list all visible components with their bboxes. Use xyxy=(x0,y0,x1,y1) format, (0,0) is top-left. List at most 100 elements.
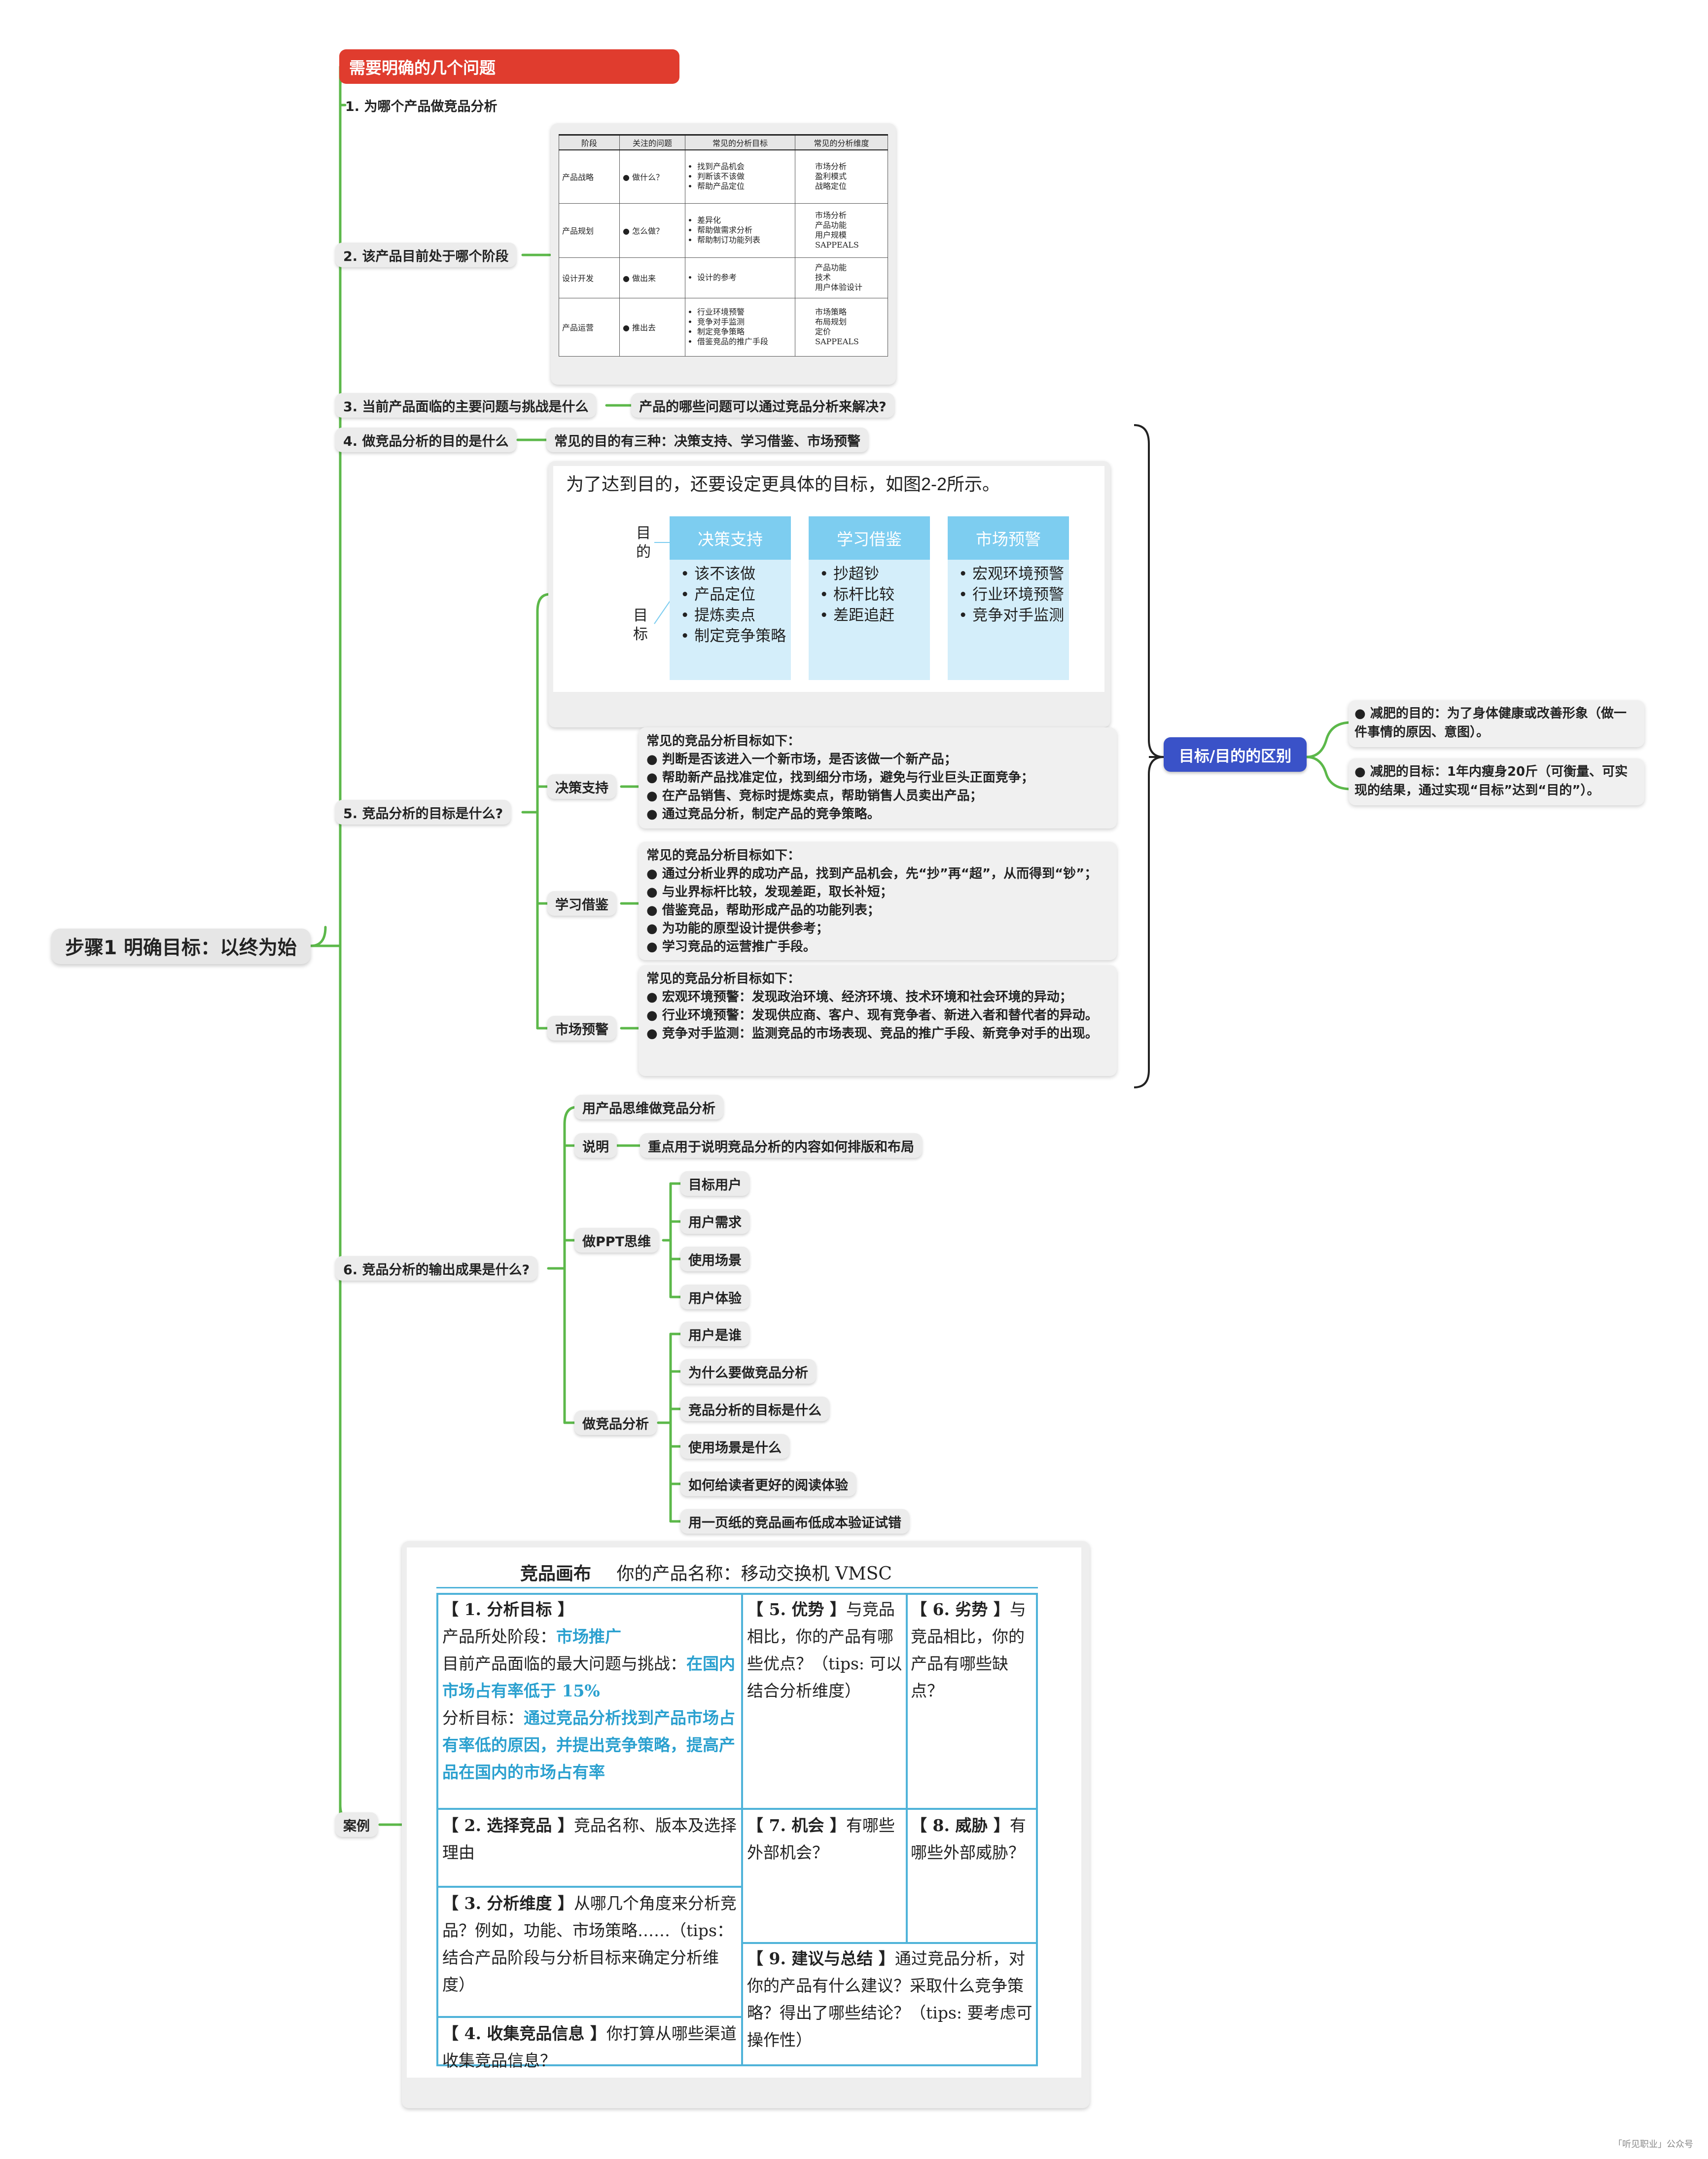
canvas-cell-opportunities[interactable]: 【 7. 机会 】有哪些外部机会？ xyxy=(747,1812,904,1866)
cell-text: 你打算从哪些渠道收集竞品信息？ xyxy=(442,2024,737,2070)
question-4-child[interactable]: 常见的目的有三种：决策支持、学习借鉴、市场预警 xyxy=(546,428,868,452)
output-leaf[interactable]: 用户是谁 xyxy=(680,1322,749,1346)
output-leaf[interactable]: 使用场景 xyxy=(680,1247,749,1272)
dimension-item: SAPPEALS xyxy=(815,337,859,346)
section-header[interactable]: 需要明确的几个问题 xyxy=(339,49,679,84)
output-product-thinking-label: 用产品思维做竞品分析 xyxy=(582,1101,715,1116)
output-note-label: 说明 xyxy=(582,1139,609,1155)
output-leaf-label: 如何给读者更好的阅读体验 xyxy=(688,1477,848,1493)
question-4[interactable]: 4. 做竞品分析的目的是什么 xyxy=(335,428,517,452)
goal-warning-detail[interactable]: 常见的竞品分析目标如下：● 宏观环境预警：发现政治环境、经济环境、技术环境和社会… xyxy=(639,965,1117,1076)
goal-figure-item: • 产品定位 xyxy=(680,586,756,604)
dimension-item: 市场分析 xyxy=(815,211,847,220)
dimension-item: 盈利模式 xyxy=(815,172,847,181)
goal-figure-item: • 该不该做 xyxy=(680,565,756,583)
question-cell: ● 做出来 xyxy=(619,257,685,298)
goal-detail-line: ● 借鉴竞品，帮助形成产品的功能列表； xyxy=(646,903,880,918)
difference-purpose-item[interactable]: ● 减肥的目的：为了身体健康或改善形象（做一件事情的原因、意图）。 xyxy=(1349,700,1644,747)
output-note-child-label: 重点用于说明竞品分析的内容如何排版和布局 xyxy=(648,1139,914,1155)
stage-cell: 产品运营 xyxy=(559,297,620,357)
canvas-cell-threats[interactable]: 【 8. 威胁 】有哪些外部威胁？ xyxy=(911,1812,1036,1866)
output-leaf[interactable]: 目标用户 xyxy=(680,1171,749,1196)
question-2[interactable]: 2. 该产品目前处于哪个阶段 xyxy=(335,243,517,267)
root-topic[interactable]: 步骤1 明确目标：以终为始 xyxy=(51,929,311,964)
stage-row: 产品战略● 做什么？找到产品机会判断该不该做帮助产品定位市场分析盈利模式战略定位 xyxy=(559,149,888,204)
grid-line xyxy=(906,1593,908,1943)
goal-decision-node[interactable]: 决策支持 xyxy=(547,774,616,799)
goal-figure-item: • 制定竞争策略 xyxy=(680,627,786,645)
difference-goal-item[interactable]: ● 减肥的目标：1年内瘦身20斤（可衡量、可实现的结果，通过实现“目标”达到“目… xyxy=(1349,758,1644,805)
dimension-item: 技术 xyxy=(815,273,831,282)
question-1[interactable]: 1. 为哪个产品做竞品分析 xyxy=(345,95,497,115)
goal-warning-node[interactable]: 市场预警 xyxy=(547,1016,616,1041)
output-leaf[interactable]: 用户需求 xyxy=(680,1209,749,1234)
output-leaf-label: 用户体验 xyxy=(688,1291,742,1306)
goal-figure-item: • 标杆比较 xyxy=(819,586,895,604)
canvas-cell-dimensions[interactable]: 【 3. 分析维度 】从哪几个角度来分析竞品？例如，功能、市场策略……（tips… xyxy=(442,1890,738,1998)
output-leaf[interactable]: 如何给读者更好的阅读体验 xyxy=(680,1472,856,1496)
dimension-item: 用户体验设计 xyxy=(815,283,863,292)
cell-heading: 【 3. 分析维度 】 xyxy=(442,1894,574,1913)
question-1-label: 1. 为哪个产品做竞品分析 xyxy=(345,99,498,114)
question-3[interactable]: 3. 当前产品面临的主要问题与挑战是什么 xyxy=(335,393,597,418)
output-leaf[interactable]: 用户体验 xyxy=(680,1285,749,1310)
output-leaf-label: 为什么要做竞品分析 xyxy=(688,1365,808,1381)
case-node[interactable]: 案例 xyxy=(335,1812,378,1837)
output-doing-analysis-label: 做竞品分析 xyxy=(582,1416,649,1432)
dimension-item: 用户规模 xyxy=(815,230,847,240)
goal-decision-detail[interactable]: 常见的竞品分析目标如下：● 判断是否该进入一个新市场，是否该做一个新产品；● 帮… xyxy=(639,727,1117,828)
canvas-cell-select-competitor[interactable]: 【 2. 选择竞品 】竞品名称、版本及选择理由 xyxy=(442,1812,738,1866)
question-3-label: 3. 当前产品面临的主要问题与挑战是什么 xyxy=(343,399,589,415)
dimension-item: 定价 xyxy=(815,327,831,336)
output-leaf-label: 竞品分析的目标是什么 xyxy=(688,1403,821,1418)
cell-text: 有哪些外部机会？ xyxy=(747,1816,895,1862)
dimension-item: 布局规划 xyxy=(815,317,847,326)
goal-detail-line: 常见的竞品分析目标如下： xyxy=(646,734,801,749)
cell-heading: 【 7. 机会 】 xyxy=(747,1816,846,1835)
goal-detail-line: ● 学习竞品的运营推广手段。 xyxy=(646,939,816,954)
goal-learning-node[interactable]: 学习借鉴 xyxy=(547,891,616,916)
stage-row: 设计开发● 做出来设计的参考产品功能技术用户体验设计 xyxy=(559,257,888,298)
goal-purpose-difference[interactable]: 目标/目的的区别 xyxy=(1164,737,1307,772)
goal-detail-line: ● 在产品销售、竞标时提炼卖点，帮助销售人员卖出产品； xyxy=(646,789,983,803)
goal-value: 通过竞品分析找到产品市场占有率低的原因，并提出竞争策略，提高产品在国内的市场占有… xyxy=(442,1708,735,1782)
goal-item: 帮助做需求分析 xyxy=(697,225,792,235)
goal-learning-detail[interactable]: 常见的竞品分析目标如下：● 通过分析业界的成功产品，找到产品机会，先“抄”再“超… xyxy=(639,842,1117,960)
goal-figure-item: • 抄超钞 xyxy=(819,565,880,583)
goal-item: 帮助产品定位 xyxy=(697,181,792,191)
goal-decision-label: 决策支持 xyxy=(555,780,608,796)
canvas-cell-analysis-goal[interactable]: 【 1. 分析目标 】 产品所处阶段：市场推广 目前产品面临的最大问题与挑战：在… xyxy=(442,1596,738,1786)
output-leaf[interactable]: 使用场景是什么 xyxy=(680,1434,789,1459)
canvas-cell-weaknesses[interactable]: 【 6. 劣势 】与竞品相比，你的产品有哪些缺点？ xyxy=(911,1596,1036,1704)
question-3-child[interactable]: 产品的哪些问题可以通过竞品分析来解决? xyxy=(631,393,894,418)
cell-text: 竞品名称、版本及选择理由 xyxy=(442,1816,737,1862)
stage-label: 产品所处阶段： xyxy=(442,1627,556,1646)
question-5[interactable]: 5. 竞品分析的目标是什么? xyxy=(335,800,511,825)
goal-column-decision: 决策支持 • 该不该做• 产品定位• 提炼卖点• 制定竞争策略 xyxy=(670,516,791,680)
output-leaf[interactable]: 竞品分析的目标是什么 xyxy=(680,1397,829,1421)
case-label: 案例 xyxy=(343,1818,370,1834)
dims-col-header: 常见的分析维度 xyxy=(795,134,888,150)
output-leaf[interactable]: 用一页纸的竞品画布低成本验证试错 xyxy=(680,1509,909,1534)
output-product-thinking[interactable]: 用产品思维做竞品分析 xyxy=(574,1095,723,1119)
output-doing-analysis[interactable]: 做竞品分析 xyxy=(574,1410,657,1435)
grid-line xyxy=(436,1886,742,1888)
output-ppt-thinking[interactable]: 做PPT思维 xyxy=(574,1228,659,1253)
canvas-cell-strengths[interactable]: 【 5. 优势 】与竞品相比，你的产品有哪些优点？（tips: 可以结合分析维度… xyxy=(747,1596,904,1704)
cell-text: 有哪些外部威胁？ xyxy=(911,1816,1026,1862)
goals-col-header: 常见的分析目标 xyxy=(685,134,795,150)
canvas-cell-suggestions[interactable]: 【 9. 建议与总结 】通过竞品分析，对你的产品有什么建议？采取什么竞争策略？得… xyxy=(747,1945,1036,2053)
question-2-label: 2. 该产品目前处于哪个阶段 xyxy=(343,249,509,264)
cell-heading: 【 9. 建议与总结 】 xyxy=(747,1949,895,1968)
goals-cell: 行业环境预警竞争对手监测制定竞争策略借鉴竞品的推广手段 xyxy=(685,297,795,357)
output-note-child[interactable]: 重点用于说明竞品分析的内容如何排版和布局 xyxy=(640,1133,922,1158)
canvas-cell-collect-info[interactable]: 【 4. 收集竞品信息 】你打算从哪些渠道收集竞品信息？ xyxy=(442,2020,738,2074)
output-leaf[interactable]: 为什么要做竞品分析 xyxy=(680,1359,816,1384)
question-6[interactable]: 6. 竞品分析的输出成果是什么? xyxy=(335,1256,538,1281)
output-note[interactable]: 说明 xyxy=(574,1133,617,1158)
canvas-title-rule xyxy=(436,1587,1038,1588)
goal-item: 帮助制订功能列表 xyxy=(697,235,792,245)
grid-line xyxy=(741,1942,1038,1944)
